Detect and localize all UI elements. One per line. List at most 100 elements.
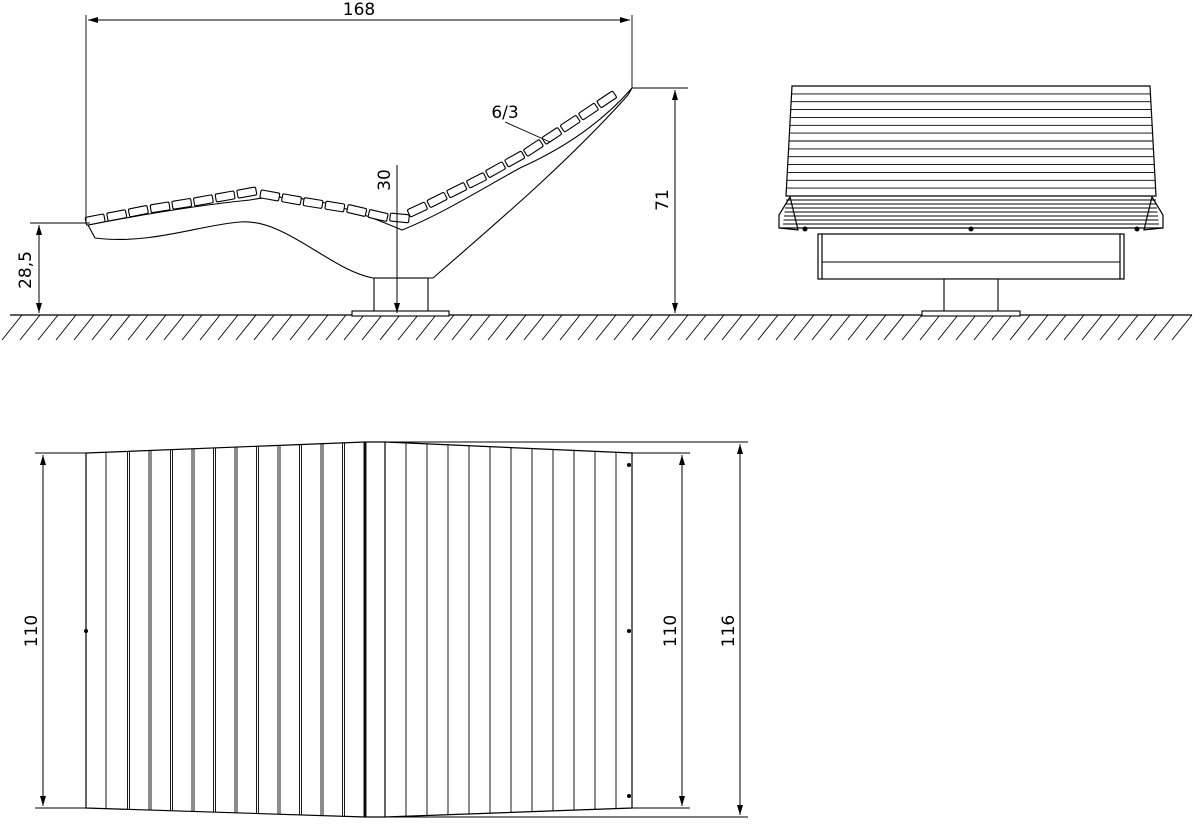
- hatch-line: [1135, 314, 1157, 341]
- lounger-column: [373, 277, 429, 314]
- side-slat: [485, 161, 506, 178]
- side-slat: [106, 209, 128, 222]
- side-slat: [171, 198, 193, 210]
- hatch-line: [397, 314, 419, 341]
- hatch-line: [721, 314, 743, 341]
- side-slats: [84, 90, 617, 226]
- hatch-line: [1027, 314, 1049, 341]
- hatch-line: [289, 314, 311, 341]
- front-foot-plate: [921, 310, 1021, 317]
- dim-total-height: 71: [632, 87, 688, 313]
- hatch-line: [919, 314, 941, 341]
- front-left-bracket: [778, 195, 799, 231]
- side-slat: [346, 204, 368, 217]
- hatch-line: [433, 314, 455, 341]
- side-slat: [560, 115, 581, 133]
- hatch-line: [523, 314, 545, 341]
- side-slat: [523, 139, 544, 157]
- hatch-line: [613, 314, 635, 341]
- front-bolt: [968, 226, 974, 232]
- dim-total-height-label: 71: [653, 189, 673, 211]
- hatch-line: [1099, 314, 1121, 341]
- top-slats: [105, 442, 617, 817]
- hatch-line: [1063, 314, 1085, 341]
- hatch-line: [163, 314, 185, 341]
- hatch-line: [181, 314, 203, 341]
- dim-length: 168: [85, 0, 633, 222]
- ground-line: [1, 314, 1193, 341]
- hatch-line: [307, 314, 329, 341]
- side-view: 168 6/3 30 71 28,5: [16, 0, 688, 317]
- hatch-line: [415, 314, 437, 341]
- hatch-line: [703, 314, 725, 341]
- hatch-line: [217, 314, 239, 341]
- hatch-line: [1171, 314, 1193, 341]
- hatch-line: [325, 314, 347, 341]
- side-slat: [236, 186, 258, 199]
- dim-slat: 6/3: [491, 103, 551, 143]
- hatch-line: [451, 314, 473, 341]
- hatch-line: [91, 314, 113, 341]
- top-outline: [85, 441, 633, 818]
- hatch-line: [937, 314, 959, 341]
- hatch-line: [649, 314, 671, 341]
- dim-length-label: 168: [343, 0, 375, 20]
- hatch-line: [1009, 314, 1031, 341]
- front-bolt: [1134, 226, 1140, 232]
- hatch-line: [685, 314, 707, 341]
- hatch-line: [595, 314, 617, 341]
- hatch-line: [757, 314, 779, 341]
- hatch-line: [343, 314, 365, 341]
- side-slat: [446, 182, 468, 198]
- dim-width-left-label: 110: [22, 615, 42, 647]
- side-slat: [127, 205, 149, 218]
- hatch-line: [667, 314, 689, 341]
- hatch-line: [973, 314, 995, 341]
- side-slat: [367, 209, 389, 222]
- hatch-line: [631, 314, 653, 341]
- lounger-foot-plate: [351, 310, 450, 317]
- hatch-line: [253, 314, 275, 341]
- front-frame-box: [817, 233, 1125, 280]
- hatch-line: [1, 314, 23, 341]
- hatch-line: [811, 314, 833, 341]
- hatch-line: [577, 314, 599, 341]
- hatch-line: [487, 314, 509, 341]
- hatch-line: [559, 314, 581, 341]
- side-slat: [302, 197, 324, 209]
- hatch-line: [739, 314, 761, 341]
- top-view: 110 110 116: [22, 441, 748, 818]
- dim-width-right-label: 110: [661, 615, 681, 647]
- hatch-line: [865, 314, 887, 341]
- hatch-line: [19, 314, 41, 341]
- side-slat: [281, 193, 302, 206]
- hatch-line: [469, 314, 491, 341]
- hatch-line: [127, 314, 149, 341]
- hatch-line: [955, 314, 977, 341]
- side-slat: [426, 192, 448, 208]
- hatch-line: [901, 314, 923, 341]
- dim-width-total-label: 116: [719, 615, 739, 647]
- dim-width-right: 110: [632, 452, 690, 809]
- hatch-line: [55, 314, 77, 341]
- dim-foot-height: 28,5: [16, 222, 90, 313]
- dim-width-total: 116: [385, 441, 748, 818]
- side-slat: [193, 194, 214, 207]
- hatch-line: [829, 314, 851, 341]
- hatch-line: [109, 314, 131, 341]
- side-slat: [466, 172, 487, 189]
- hatch-line: [541, 314, 563, 341]
- side-slat: [149, 201, 171, 214]
- lounger-support-body: [87, 87, 633, 279]
- side-slat: [504, 150, 526, 168]
- hatch-line: [37, 314, 59, 341]
- hatch-line: [1153, 314, 1175, 341]
- hatch-line: [379, 314, 401, 341]
- dim-foot-height-label: 28,5: [16, 251, 36, 289]
- side-slat: [596, 90, 617, 108]
- hatch-line: [73, 314, 95, 341]
- hatch-line: [883, 314, 905, 341]
- front-bolt: [802, 226, 808, 232]
- hatch-line: [1117, 314, 1139, 341]
